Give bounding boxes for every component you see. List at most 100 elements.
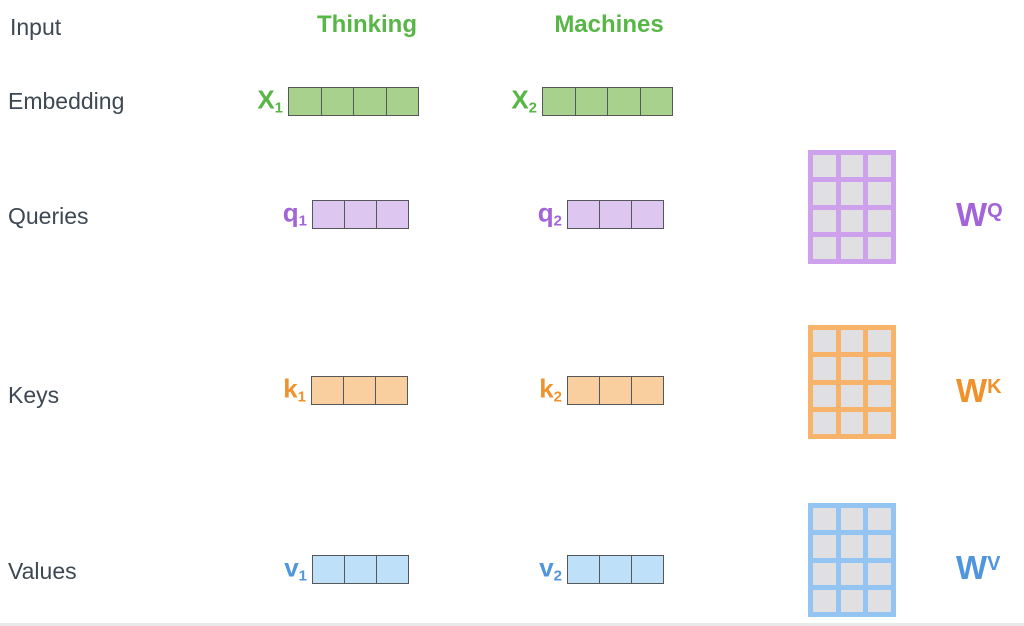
vector-cell bbox=[313, 556, 345, 583]
matrix-cell bbox=[813, 236, 836, 259]
vector-cells-x2 bbox=[542, 87, 673, 116]
vector-label-v2: v2 bbox=[539, 551, 562, 584]
wq-label: WQ bbox=[956, 196, 1003, 233]
matrix-cell bbox=[840, 236, 864, 259]
vector-label-k2: k2 bbox=[539, 372, 562, 405]
vector-cells-q2 bbox=[567, 200, 664, 229]
matrix-cell bbox=[868, 357, 891, 380]
matrix-cell bbox=[813, 411, 836, 434]
matrix-cell bbox=[813, 384, 836, 407]
wv-label: WV bbox=[956, 549, 1001, 586]
vector-cell bbox=[376, 377, 407, 404]
vector-cell bbox=[345, 201, 377, 228]
vector-label-k1: k1 bbox=[283, 372, 306, 405]
matrix-cell bbox=[868, 209, 891, 232]
vector-cell bbox=[632, 201, 663, 228]
wk-label: WK bbox=[956, 372, 1002, 409]
matrix-cell bbox=[840, 384, 864, 407]
matrix-cell bbox=[840, 182, 864, 205]
matrix-cell bbox=[813, 589, 836, 612]
matrix-cell bbox=[840, 562, 864, 585]
vector-cell bbox=[345, 556, 377, 583]
vector-label-v1: v1 bbox=[284, 551, 307, 584]
matrix-cell bbox=[868, 330, 891, 353]
wk-matrix bbox=[808, 325, 896, 439]
vector-cell bbox=[568, 201, 600, 228]
matrix-cell bbox=[813, 357, 836, 380]
vector-cell bbox=[575, 88, 608, 115]
matrix-cell bbox=[868, 384, 891, 407]
row-label-values: Values bbox=[8, 558, 77, 584]
vector-cell bbox=[568, 556, 600, 583]
row-label-embedding: Embedding bbox=[8, 88, 125, 114]
vector-cell bbox=[312, 377, 344, 404]
value-vector-v1: v1 bbox=[284, 554, 409, 584]
matrix-cell bbox=[868, 411, 891, 434]
matrix-cell bbox=[840, 508, 864, 531]
vector-label-x2: X2 bbox=[511, 83, 537, 116]
matrix-cell bbox=[868, 236, 891, 259]
query-vector-q2: q2 bbox=[538, 199, 664, 229]
matrix-cell bbox=[813, 535, 836, 558]
vector-cell bbox=[600, 556, 632, 583]
matrix-cell bbox=[813, 155, 836, 178]
vector-cells-k2 bbox=[567, 376, 664, 405]
matrix-cell bbox=[868, 535, 891, 558]
input-word-machines: Machines bbox=[554, 11, 664, 38]
vector-cells-x1 bbox=[288, 87, 419, 116]
vector-label-q1: q1 bbox=[282, 196, 307, 229]
vector-label-x1: X1 bbox=[257, 83, 283, 116]
vector-cell bbox=[568, 377, 600, 404]
vector-cell bbox=[640, 88, 672, 115]
matrix-cell bbox=[868, 562, 891, 585]
vector-cell bbox=[377, 556, 408, 583]
matrix-cell bbox=[840, 589, 864, 612]
key-vector-k1: k1 bbox=[283, 375, 408, 405]
vector-cell bbox=[632, 377, 663, 404]
vector-cell bbox=[289, 88, 322, 115]
vector-cell bbox=[386, 88, 418, 115]
matrix-cell bbox=[840, 535, 864, 558]
vector-cell bbox=[632, 556, 663, 583]
vector-label-q2: q2 bbox=[537, 196, 562, 229]
matrix-cell bbox=[813, 562, 836, 585]
vector-cells-q1 bbox=[312, 200, 409, 229]
query-vector-q1: q1 bbox=[283, 199, 409, 229]
row-label-input: Input bbox=[10, 14, 62, 40]
matrix-cell bbox=[868, 508, 891, 531]
row-label-queries: Queries bbox=[8, 203, 89, 229]
vector-cell bbox=[608, 88, 641, 115]
input-word-thinking: Thinking bbox=[317, 11, 417, 38]
matrix-cell bbox=[813, 330, 836, 353]
vector-cell bbox=[600, 377, 632, 404]
embedding-vector-x2: X2 bbox=[511, 86, 673, 116]
vector-cell bbox=[543, 88, 576, 115]
value-vector-v2: v2 bbox=[539, 554, 664, 584]
vector-cells-k1 bbox=[311, 376, 408, 405]
key-vector-k2: k2 bbox=[539, 375, 664, 405]
vector-cell bbox=[344, 377, 376, 404]
matrix-cell bbox=[840, 155, 864, 178]
vector-cell bbox=[321, 88, 354, 115]
matrix-cell bbox=[840, 209, 864, 232]
row-label-keys: Keys bbox=[8, 382, 60, 408]
wv-matrix bbox=[808, 503, 896, 617]
vector-cell bbox=[354, 88, 387, 115]
matrix-cell bbox=[840, 330, 864, 353]
vector-cells-v2 bbox=[567, 555, 664, 584]
matrix-cell bbox=[868, 589, 891, 612]
wq-matrix bbox=[808, 150, 896, 264]
vector-cell bbox=[313, 201, 345, 228]
matrix-cell bbox=[840, 411, 864, 434]
vector-cell bbox=[377, 201, 408, 228]
matrix-cell bbox=[840, 357, 864, 380]
matrix-cell bbox=[813, 182, 836, 205]
embedding-vector-x1: X1 bbox=[257, 86, 419, 116]
vector-cell bbox=[600, 201, 632, 228]
matrix-cell bbox=[868, 155, 891, 178]
vector-cells-v1 bbox=[312, 555, 409, 584]
matrix-cell bbox=[813, 508, 836, 531]
matrix-cell bbox=[868, 182, 891, 205]
bottom-divider bbox=[0, 623, 1024, 626]
